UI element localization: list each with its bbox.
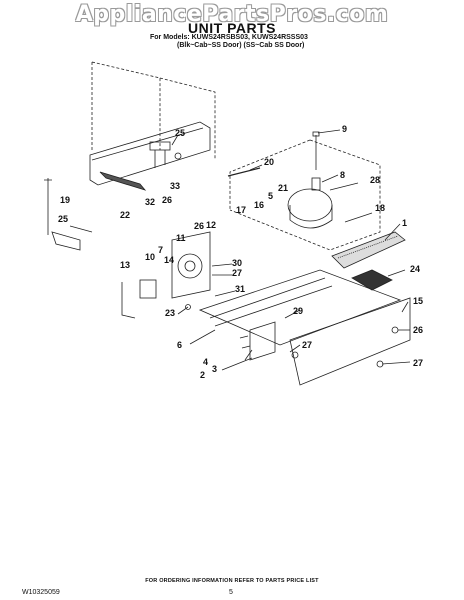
- callout-26: 26: [162, 195, 173, 205]
- callout-27c: 27: [413, 358, 424, 368]
- cabinet-outline-left: [91, 61, 161, 150]
- bracket: [149, 141, 171, 151]
- drain-trough: [99, 171, 147, 191]
- callout-27: 27: [232, 268, 243, 278]
- models-line: For Models: KUWS24RSBS03, KUWS24RSSS03: [150, 34, 308, 41]
- callout-27b: 27: [302, 340, 313, 350]
- callout-2: 2: [200, 370, 206, 380]
- variants-line: (Blk~Cab~SS Door) (SS~Cab SS Door): [177, 42, 305, 49]
- motor-bracket: [121, 282, 136, 319]
- callout-12: 12: [206, 220, 217, 230]
- callout-31: 31: [235, 284, 246, 294]
- callout-19: 19: [60, 195, 71, 205]
- callout-26c: 26: [413, 325, 424, 335]
- ordering-note: FOR ORDERING INFORMATION REFER TO PARTS …: [145, 578, 319, 584]
- callout-8: 8: [340, 170, 346, 180]
- pad: [351, 269, 393, 291]
- cover-panel: [289, 297, 411, 386]
- callout-24: 24: [410, 264, 421, 274]
- rear-panel: [89, 121, 211, 186]
- callout-20: 20: [264, 157, 275, 167]
- callout-7: 7: [158, 245, 164, 255]
- fan-motor: [139, 279, 157, 299]
- callout-30: 30: [232, 258, 243, 268]
- callout-10: 10: [145, 252, 156, 262]
- callout-32: 32: [145, 197, 156, 207]
- callout-13: 13: [120, 260, 131, 270]
- callout-29: 29: [293, 306, 304, 316]
- page-title: UNIT PARTS: [188, 20, 276, 36]
- callout-15: 15: [413, 296, 424, 306]
- callout-17: 17: [236, 205, 247, 215]
- callout-9: 9: [342, 124, 348, 134]
- callout-11: 11: [176, 233, 186, 243]
- callout-1: 1: [402, 218, 408, 228]
- callout-22: 22: [120, 210, 131, 220]
- callout-14: 14: [164, 255, 175, 265]
- base-pan: [198, 269, 402, 346]
- fan-shroud: [171, 231, 211, 299]
- compressor: [287, 188, 333, 222]
- callout-18: 18: [375, 203, 386, 213]
- callout-3: 3: [212, 364, 218, 374]
- bracket-front: [249, 321, 276, 361]
- watermark: AppliancePartsPros.com: [75, 2, 389, 27]
- callout-33: 33: [170, 181, 181, 191]
- callout-23: 23: [165, 308, 176, 318]
- callout-25: 25: [175, 128, 186, 138]
- callout-6: 6: [177, 340, 183, 350]
- callout-16: 16: [254, 200, 265, 210]
- callout-28: 28: [370, 175, 381, 185]
- page-number: 5: [229, 589, 233, 596]
- wire-harness: [44, 178, 52, 235]
- callout-21: 21: [278, 183, 289, 193]
- condenser-outline: [229, 139, 381, 251]
- condenser-coil: [331, 231, 406, 269]
- callout-4: 4: [203, 357, 209, 367]
- callout-26b: 26: [194, 221, 205, 231]
- callout-5: 5: [268, 191, 274, 201]
- callout-25b: 25: [58, 214, 69, 224]
- document-code: W10325059: [22, 589, 60, 596]
